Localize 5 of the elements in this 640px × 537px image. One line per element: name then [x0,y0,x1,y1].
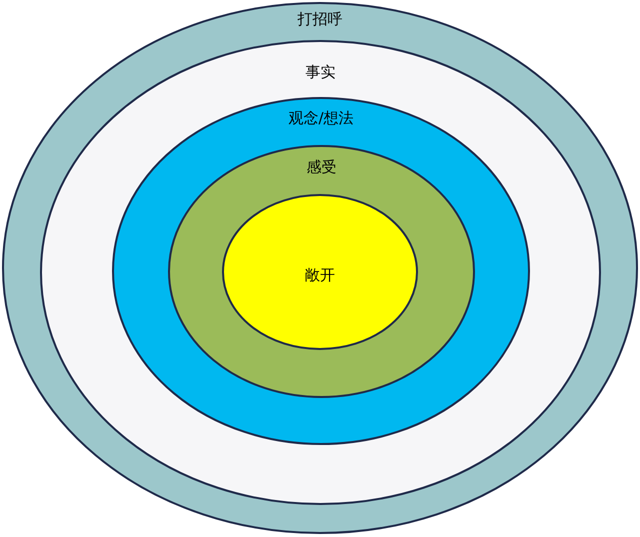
ring-label: 观念/想法 [288,109,354,127]
ring-label: 感受 [306,158,336,176]
ring-label: 敞开 [305,266,335,284]
ring-label: 事实 [306,63,336,81]
ring-label: 打招呼 [298,10,342,28]
